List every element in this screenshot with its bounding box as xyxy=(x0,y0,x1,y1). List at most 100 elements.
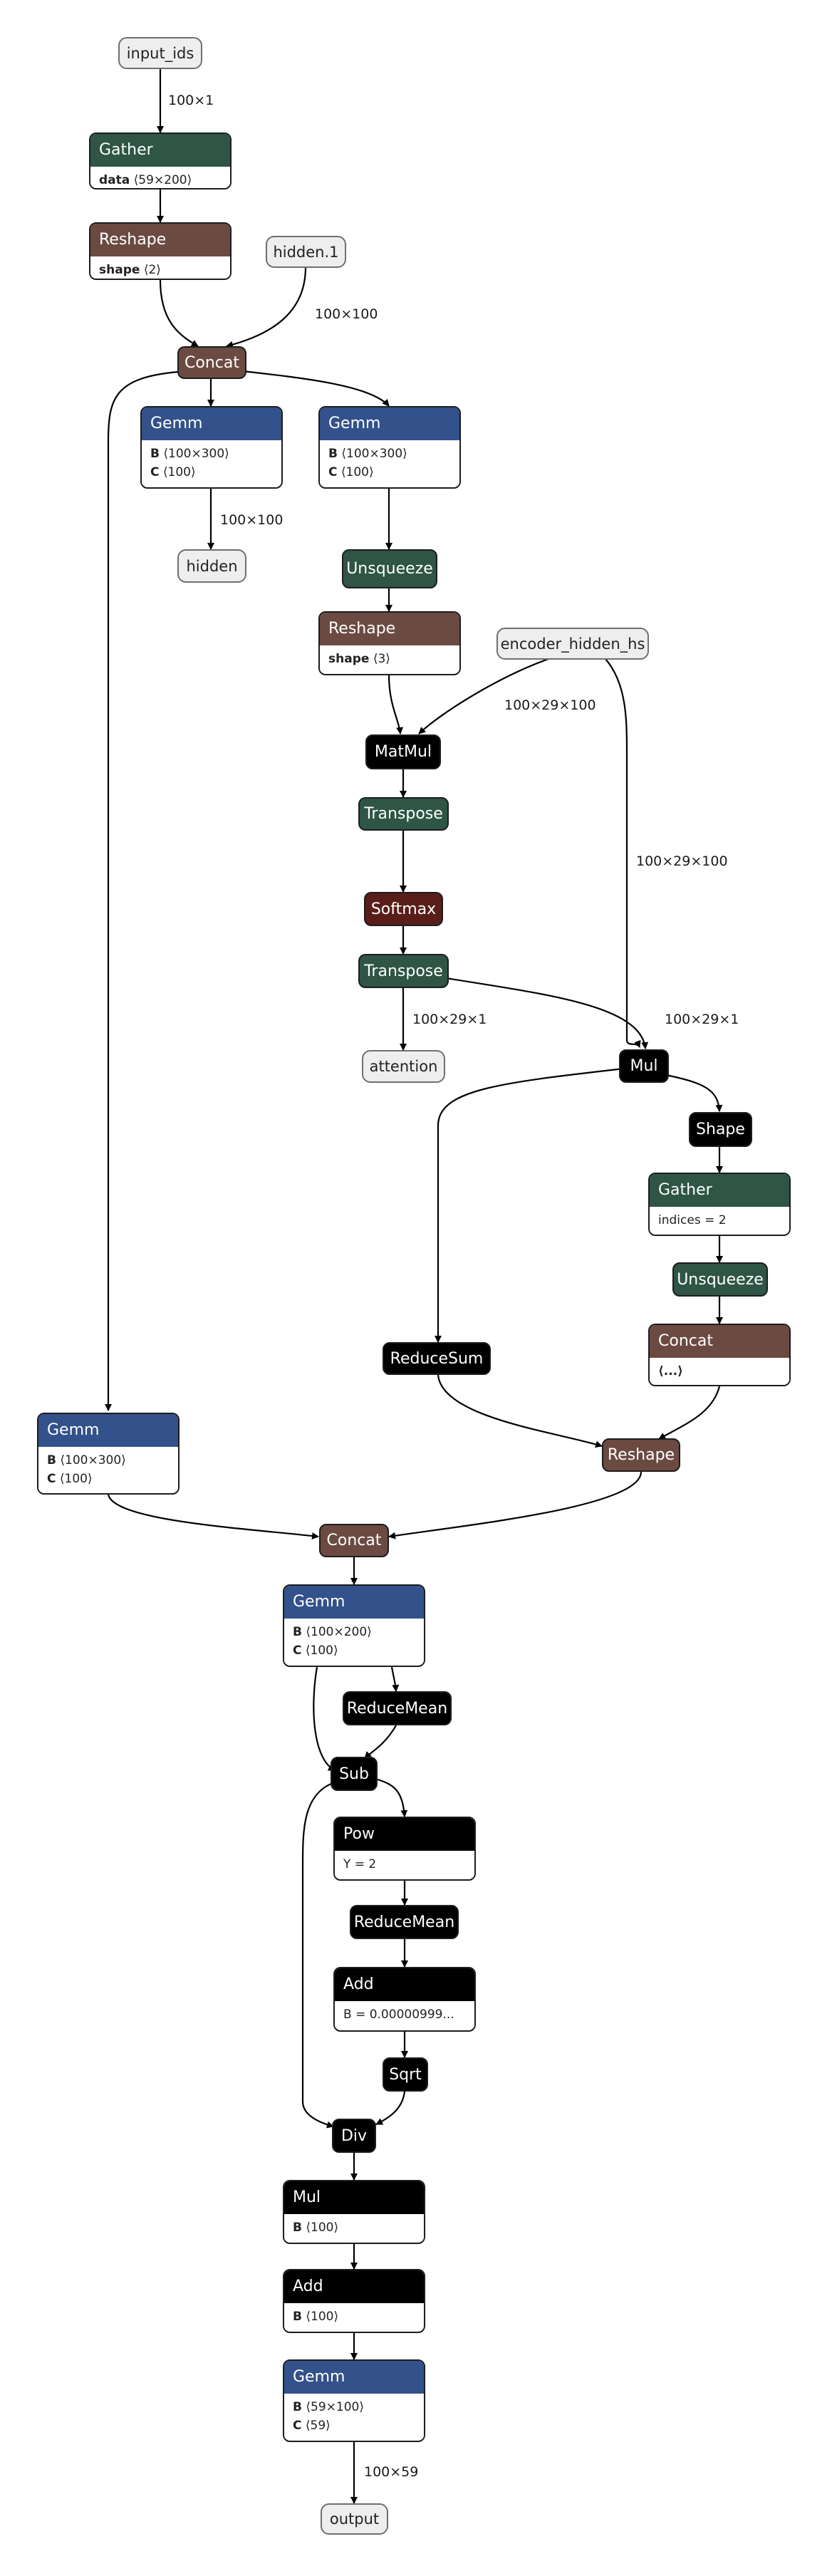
edge xyxy=(313,1666,336,1771)
node-add[interactable]: Add B ⟨100⟩ xyxy=(283,2269,425,2333)
node-add[interactable]: Add B = 0.00000999... xyxy=(333,1967,476,2032)
node-attributes: B ⟨59×100⟩ C ⟨59⟩ xyxy=(284,2394,424,2439)
node-attributes: B ⟨100⟩ xyxy=(284,2214,424,2241)
edge xyxy=(159,279,199,347)
attr-name: B xyxy=(293,2221,302,2235)
node-gather[interactable]: Gather data ⟨59×200⟩ xyxy=(89,133,232,189)
node-attributes: data ⟨59×200⟩ xyxy=(90,167,230,188)
node-gemm[interactable]: Gemm B ⟨100×300⟩ C ⟨100⟩ xyxy=(318,406,461,489)
edge xyxy=(375,1777,408,1817)
edge xyxy=(662,1073,723,1112)
node-title: Mul xyxy=(630,1057,658,1075)
node-title: Shape xyxy=(696,1121,745,1138)
node-title: Pow xyxy=(335,1818,474,1851)
node-sqrt[interactable]: Sqrt xyxy=(383,2057,428,2092)
node-mul[interactable]: Mul xyxy=(619,1049,669,1083)
node-title: Gemm xyxy=(284,1586,424,1619)
attr-name: B xyxy=(150,447,160,461)
node-title: Softmax xyxy=(370,900,437,918)
node-softmax[interactable]: Softmax xyxy=(364,892,443,926)
edge-label: 100×59 xyxy=(364,2464,418,2480)
node-gemm[interactable]: Gemm B ⟨100×200⟩ C ⟨100⟩ xyxy=(283,1584,425,1667)
node-transpose[interactable]: Transpose xyxy=(358,797,449,831)
node-shape[interactable]: Shape xyxy=(689,1112,752,1147)
attr-name: C xyxy=(328,465,338,479)
edge-label: 100×100 xyxy=(220,512,283,528)
node-attributes: B ⟨100×300⟩ C ⟨100⟩ xyxy=(320,440,459,486)
attr-name: B xyxy=(293,1625,302,1639)
edge xyxy=(441,976,649,1049)
attr-value: ⟨59×200⟩ xyxy=(133,173,192,187)
node-label: output xyxy=(329,2510,380,2528)
edge xyxy=(435,1067,625,1343)
node-concat[interactable]: Concat xyxy=(319,1524,389,1557)
node-gemm[interactable]: Gemm B ⟨100×300⟩ C ⟨100⟩ xyxy=(140,406,283,489)
node-title: Concat xyxy=(184,353,239,372)
edge-label: 100×29×1 xyxy=(665,1012,739,1027)
node-label: hidden.1 xyxy=(273,243,339,261)
attr-name: B xyxy=(328,447,338,461)
output-node-hidden[interactable]: hidden xyxy=(177,549,246,583)
node-title: Concat xyxy=(650,1325,789,1358)
node-attributes: B ⟨100×300⟩ C ⟨100⟩ xyxy=(142,440,281,486)
attr-value: ⟨100⟩ xyxy=(306,2310,339,2324)
attr-value: indices = 2 xyxy=(658,1213,727,1227)
node-reshape[interactable]: Reshape shape ⟨3⟩ xyxy=(318,611,461,675)
node-reducemean[interactable]: ReduceMean xyxy=(343,1691,452,1725)
attr-value: ⟨100⟩ xyxy=(306,2221,339,2235)
node-sub[interactable]: Sub xyxy=(331,1757,378,1791)
node-unsqueeze[interactable]: Unsqueeze xyxy=(672,1262,768,1297)
node-attributes: B ⟨100×300⟩ C ⟨100⟩ xyxy=(38,1447,178,1492)
edge-label: 100×100 xyxy=(315,306,378,322)
node-title: Unsqueeze xyxy=(346,560,433,578)
edge xyxy=(418,658,549,734)
node-gemm[interactable]: Gemm B ⟨59×100⟩ C ⟨59⟩ xyxy=(283,2359,425,2442)
node-matmul[interactable]: MatMul xyxy=(365,734,441,769)
node-title: Concat xyxy=(326,1532,382,1549)
attr-name: data xyxy=(99,173,130,187)
node-title: Reshape xyxy=(90,224,230,256)
attr-value: ⟨3⟩ xyxy=(373,652,390,666)
node-title: Sub xyxy=(339,1765,369,1783)
node-title: Div xyxy=(340,2126,368,2145)
node-attributes: B = 0.00000999... xyxy=(335,2001,474,2028)
node-title: Gemm xyxy=(142,407,281,440)
node-reducesum[interactable]: ReduceSum xyxy=(383,1342,491,1375)
node-mul[interactable]: Mul B ⟨100⟩ xyxy=(283,2180,425,2244)
node-gemm[interactable]: Gemm B ⟨100×300⟩ C ⟨100⟩ xyxy=(37,1413,180,1495)
node-attributes: shape ⟨3⟩ xyxy=(320,645,459,672)
node-gather[interactable]: Gather indices = 2 xyxy=(648,1173,791,1236)
attr-name: B xyxy=(47,1453,56,1468)
node-title: ReduceMean xyxy=(346,1699,448,1718)
node-title: MatMul xyxy=(374,743,432,761)
node-reshape[interactable]: Reshape xyxy=(602,1438,680,1472)
node-pow[interactable]: Pow Y = 2 xyxy=(333,1817,476,1881)
node-transpose[interactable]: Transpose xyxy=(358,954,449,988)
edge xyxy=(107,1494,319,1539)
node-reducemean[interactable]: ReduceMean xyxy=(350,1905,459,1939)
node-attributes: shape ⟨2⟩ xyxy=(90,256,230,279)
node-attributes: indices = 2 xyxy=(650,1207,789,1234)
attr-name: C xyxy=(293,1643,302,1658)
node-unsqueeze[interactable]: Unsqueeze xyxy=(342,549,437,588)
attr-value: ⟨59×100⟩ xyxy=(306,2400,364,2414)
input-node-hidden-1[interactable]: hidden.1 xyxy=(266,236,346,268)
node-attributes: ⟨...⟩ xyxy=(650,1358,789,1385)
node-title: Gemm xyxy=(284,2361,424,2394)
edge xyxy=(658,1386,721,1440)
node-div[interactable]: Div xyxy=(332,2119,376,2153)
node-label: attention xyxy=(369,1058,438,1075)
input-node-input-ids[interactable]: input_ids xyxy=(118,37,202,69)
output-node-attention[interactable]: attention xyxy=(362,1050,445,1083)
node-reshape[interactable]: Reshape shape ⟨2⟩ xyxy=(89,222,232,280)
edge-label: 100×29×100 xyxy=(636,853,728,869)
output-node-output[interactable]: output xyxy=(321,2503,388,2535)
attr-name: shape xyxy=(328,652,370,666)
node-concat[interactable]: Concat ⟨...⟩ xyxy=(648,1324,791,1386)
attr-value: ⟨2⟩ xyxy=(143,263,161,277)
edge xyxy=(605,658,641,1048)
edge xyxy=(390,1666,400,1692)
node-concat[interactable]: Concat xyxy=(177,346,246,379)
input-node-encoder-hidden-hs[interactable]: encoder_hidden_hs xyxy=(496,628,649,660)
